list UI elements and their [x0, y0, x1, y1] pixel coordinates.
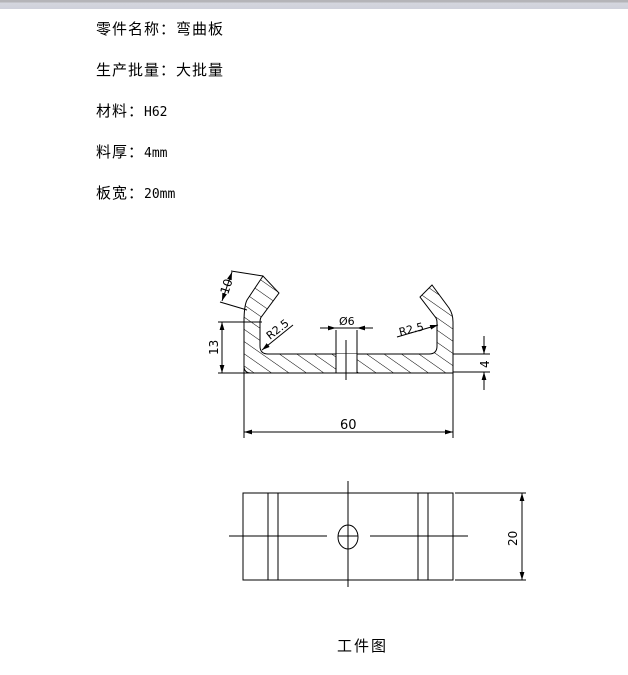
- dim-width: 20: [506, 531, 520, 546]
- spec-part-name-value: 弯曲板: [176, 20, 225, 38]
- dim-thickness: 4: [478, 360, 492, 368]
- top-view: 20: [229, 481, 526, 587]
- dim-radius-left: R2.5: [264, 317, 292, 343]
- spec-batch: 生产批量：大批量: [96, 61, 224, 79]
- spec-material-label: 材料：: [96, 102, 145, 120]
- spec-material-value: H62: [144, 105, 168, 120]
- window-top-bar: [0, 0, 628, 9]
- front-view: 10 13 R2.5 Ø6 R2.5 4 60: [207, 270, 492, 438]
- dim-flange-length: 10: [218, 277, 236, 296]
- spec-part-name-label: 零件名称：: [96, 20, 177, 38]
- spec-thickness-label: 料厚：: [96, 143, 145, 161]
- dim-height: 13: [207, 340, 221, 355]
- part-section-outline: [243, 275, 454, 374]
- dim-hole-diameter: Ø6: [339, 315, 355, 328]
- spec-width-value: 20mm: [144, 187, 176, 202]
- spec-batch-value: 大批量: [176, 61, 225, 79]
- drawing-caption: 工件图: [337, 637, 389, 655]
- spec-batch-label: 生产批量：: [96, 61, 177, 79]
- spec-material: 材料：H62: [96, 102, 168, 122]
- dim-radius-right: R2.5: [398, 320, 426, 339]
- spec-part-name: 零件名称：弯曲板: [96, 20, 224, 38]
- dim-overall-length: 60: [340, 418, 357, 433]
- spec-width-label: 板宽：: [96, 184, 145, 202]
- spec-thickness-value: 4mm: [144, 146, 168, 161]
- spec-thickness: 料厚：4mm: [96, 143, 168, 163]
- spec-width: 板宽：20mm: [96, 184, 175, 204]
